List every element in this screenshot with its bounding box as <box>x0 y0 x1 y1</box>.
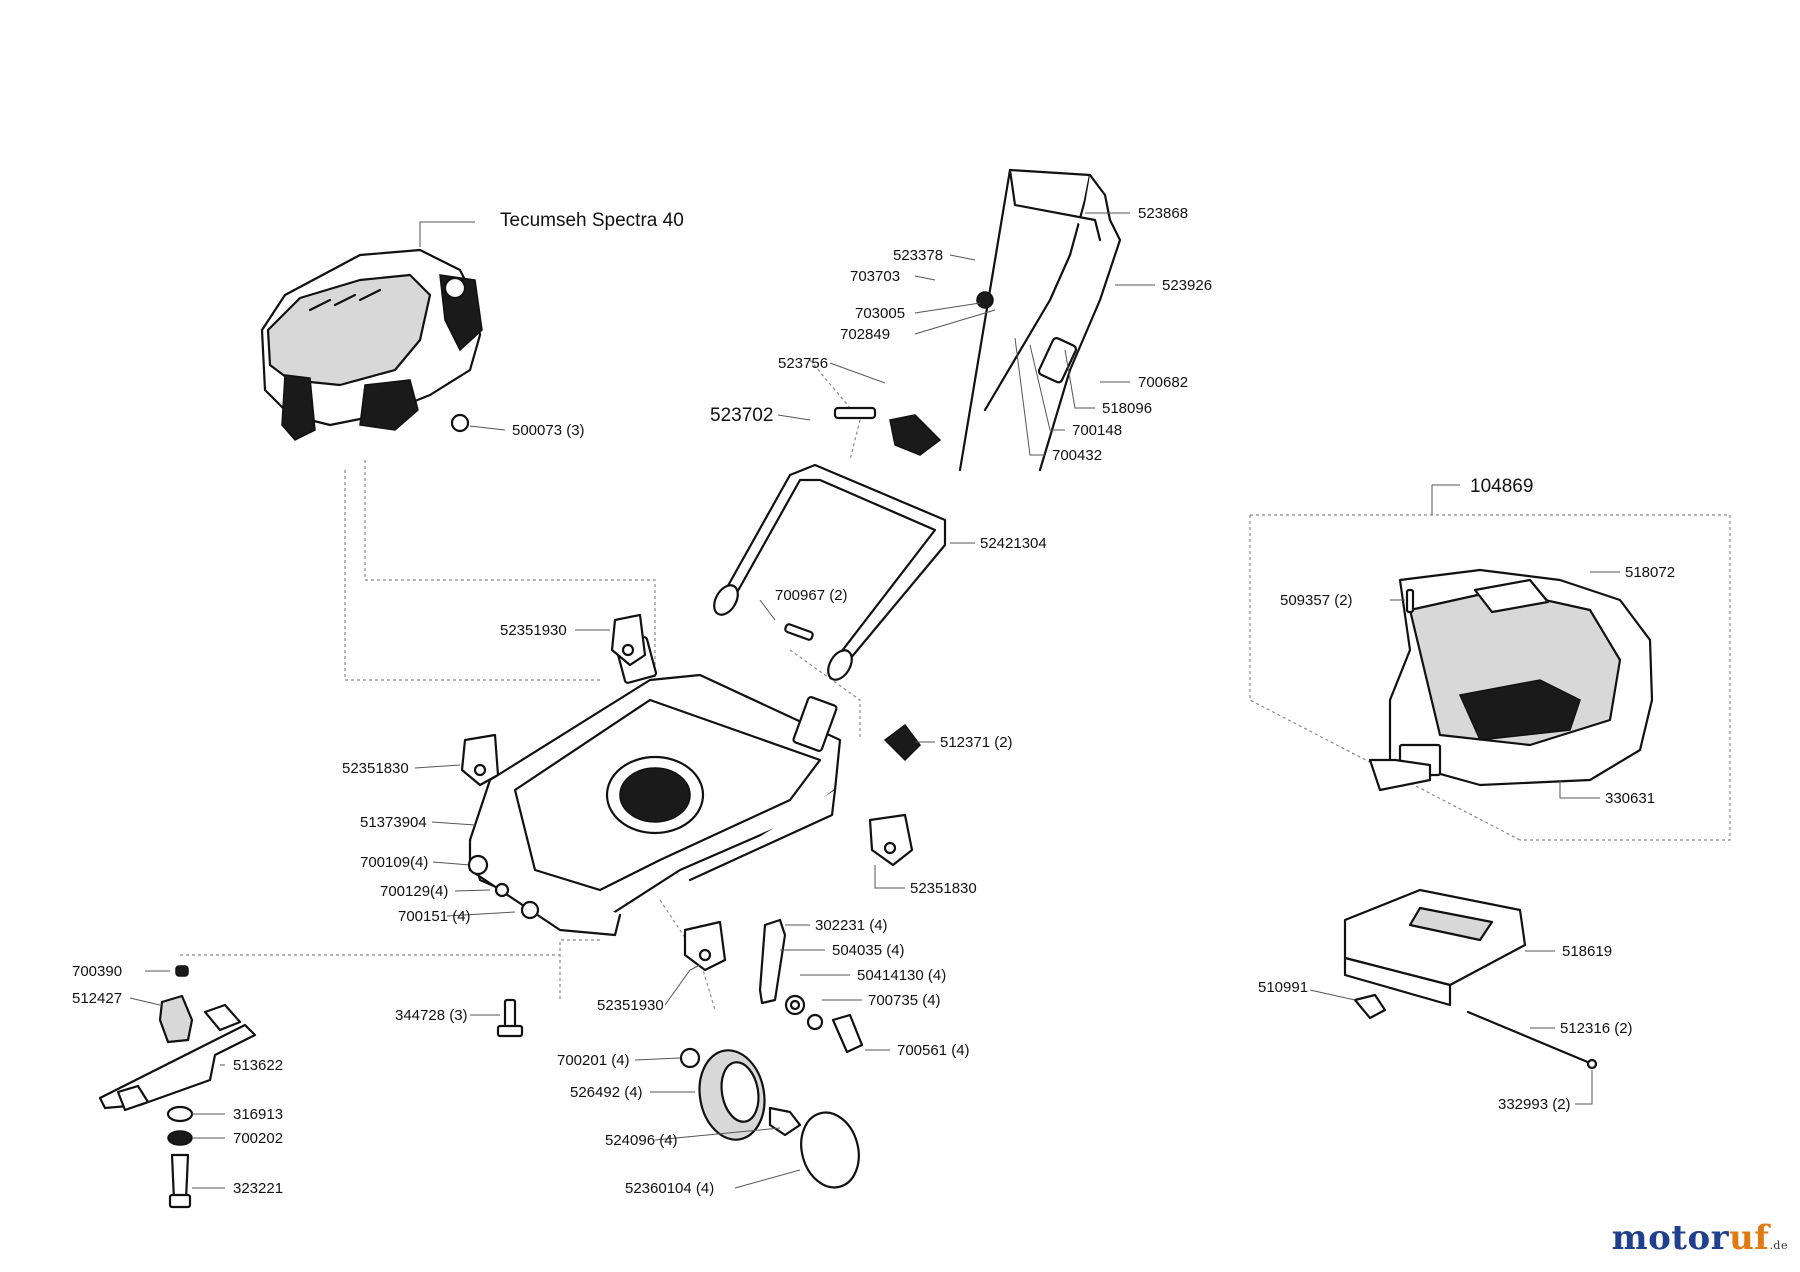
handle-kit-number: 523702 <box>710 405 773 426</box>
callout-702849: 702849 <box>840 326 890 343</box>
watermark-text: motoruf <box>1611 1218 1770 1258</box>
callout-52360104: 52360104 (4) <box>625 1180 714 1197</box>
callout-526492: 526492 (4) <box>570 1084 643 1101</box>
callout-52421304: 52421304 <box>980 535 1047 552</box>
engine-assembly <box>260 248 483 441</box>
callout-700148: 700148 <box>1072 422 1122 439</box>
callout-509357: 509357 (2) <box>1280 592 1353 609</box>
callout-344728: 344728 (3) <box>395 1007 468 1024</box>
callout-500073: 500073 (3) <box>512 422 585 439</box>
callout-316913: 316913 <box>233 1106 283 1123</box>
callout-700682: 700682 <box>1138 374 1188 391</box>
mower-deck <box>468 636 842 937</box>
callout-523378: 523378 <box>893 247 943 264</box>
callout-323221: 323221 <box>233 1180 283 1197</box>
callout-302231: 302231 (4) <box>815 917 888 934</box>
callout-512427: 512427 <box>72 990 122 1007</box>
callout-703703: 703703 <box>850 268 900 285</box>
callout-700202: 700202 <box>233 1130 283 1147</box>
callout-510991: 510991 <box>1258 979 1308 996</box>
callout-330631: 330631 <box>1605 790 1655 807</box>
callout-524096: 524096 (4) <box>605 1132 678 1149</box>
blade-assembly <box>98 965 524 1209</box>
grass-catcher <box>1368 568 1654 792</box>
callout-523926: 523926 <box>1162 277 1212 294</box>
callout-52351930-top: 52351930 <box>500 622 567 639</box>
callout-700967: 700967 (2) <box>775 587 848 604</box>
callout-700390: 700390 <box>72 963 122 980</box>
callout-700129: 700129(4) <box>380 883 448 900</box>
callout-700201: 700201 (4) <box>557 1052 630 1069</box>
callout-50414130: 50414130 (4) <box>857 967 946 984</box>
engine-label: Tecumseh Spectra 40 <box>500 210 684 231</box>
callout-52351830-right: 52351830 <box>910 880 977 897</box>
assembly-guides <box>180 359 1731 1011</box>
callout-518096: 518096 <box>1102 400 1152 417</box>
callout-700151: 700151 (4) <box>398 908 471 925</box>
callout-504035: 504035 (4) <box>832 942 905 959</box>
lower-handle <box>713 463 947 762</box>
brackets <box>460 613 914 972</box>
callout-52351930-bottom: 52351930 <box>597 997 664 1014</box>
upper-handle <box>833 168 1122 472</box>
callout-labels: Tecumseh Spectra 40 500073 (3) 523868 52… <box>72 205 1675 1197</box>
callout-518072: 518072 <box>1625 564 1675 581</box>
callout-700109: 700109(4) <box>360 854 428 871</box>
callout-700432: 700432 <box>1052 447 1102 464</box>
callout-518619: 518619 <box>1562 943 1612 960</box>
watermark-suffix: .de <box>1769 1239 1788 1252</box>
watermark-logo: motoruf.de <box>1612 1218 1788 1258</box>
callout-51373904: 51373904 <box>360 814 427 831</box>
callout-513622: 513622 <box>233 1057 283 1074</box>
callout-703005: 703005 <box>855 305 905 322</box>
grasscatcher-kit-number: 104869 <box>1470 476 1533 497</box>
callout-512316: 512316 (2) <box>1560 1020 1633 1037</box>
callout-332993: 332993 (2) <box>1498 1096 1571 1113</box>
callout-523756: 523756 <box>778 355 828 372</box>
rear-flap <box>1343 888 1598 1070</box>
callout-523868: 523868 <box>1138 205 1188 222</box>
callout-52351830-left: 52351830 <box>342 760 409 777</box>
callout-700735: 700735 (4) <box>868 992 941 1009</box>
callout-512371: 512371 (2) <box>940 734 1013 751</box>
callout-700561: 700561 (4) <box>897 1042 970 1059</box>
